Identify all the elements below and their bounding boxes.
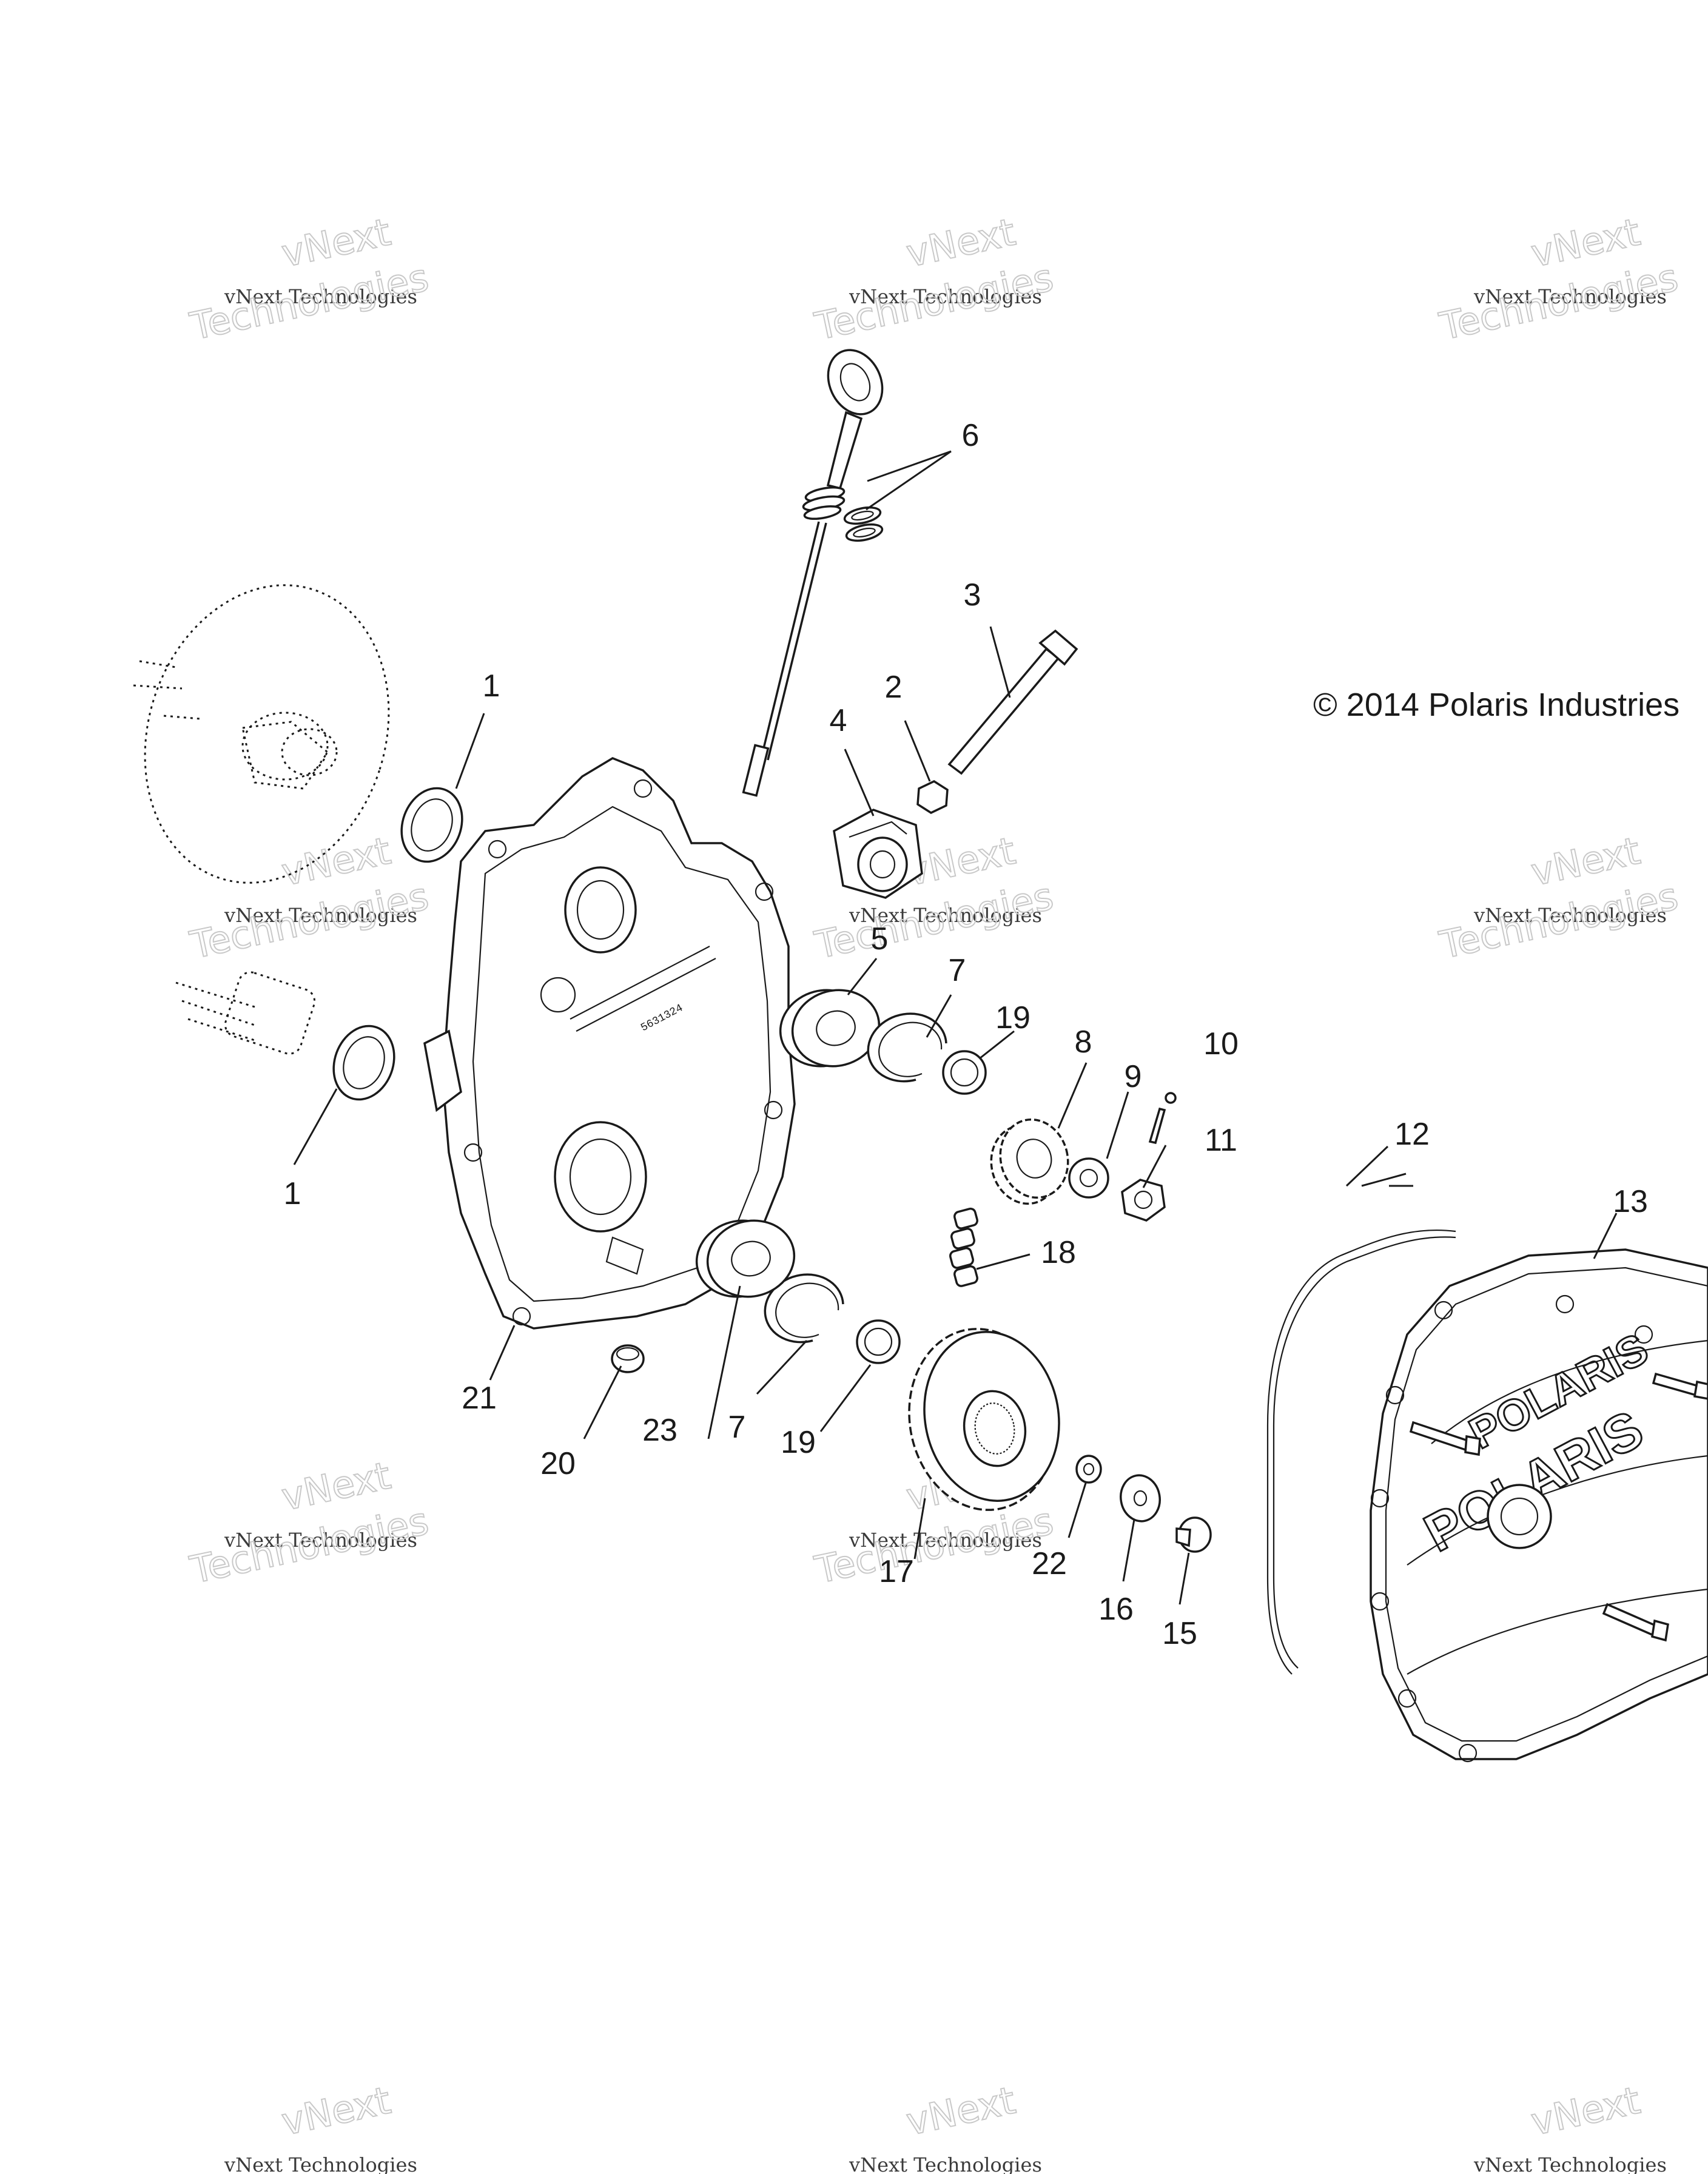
chaincase-cover[interactable]: POLARIS POLARIS: [1370, 1248, 1708, 1763]
callout-23: 23: [642, 1413, 677, 1448]
cover-gasket[interactable]: [1266, 1229, 1456, 1675]
callout-8: 8: [1075, 1025, 1092, 1060]
callout-2: 2: [885, 670, 903, 705]
callout-10: 10: [1203, 1026, 1239, 1062]
phantom-clutch-sheave: [133, 584, 390, 884]
callout-18: 18: [1041, 1235, 1076, 1270]
watermark-text: vNext Technologies: [849, 904, 1042, 927]
watermark-text: vNext Technologies: [224, 2153, 417, 2174]
callout-7-lower: 7: [728, 1410, 746, 1445]
callout-13: 13: [1613, 1184, 1648, 1219]
watermark-bottom-right: vNext vNext Technologies: [1473, 2078, 1667, 2174]
watermark-big-vnext: vNext: [903, 2078, 1019, 2144]
thrust-washer-upper[interactable]: [942, 1050, 987, 1095]
callout-9: 9: [1125, 1059, 1142, 1094]
watermark-bottom-center: vNext vNext Technologies: [849, 2078, 1042, 2174]
watermark-bottom-left: vNext vNext Technologies: [224, 2078, 417, 2174]
cover-bolt-2[interactable]: [1602, 1603, 1669, 1642]
watermark-low-left: vNext vNext Technologies Technologies: [186, 1453, 433, 1593]
cover-bolt-3[interactable]: [1652, 1372, 1708, 1400]
tensioner-block[interactable]: [833, 809, 923, 899]
watermark-big-vnext: vNext: [278, 2078, 394, 2144]
watermark-mid-right: vNext vNext Technologies Technologies: [1435, 828, 1683, 968]
callout-11: 11: [1205, 1123, 1237, 1158]
callout-1-upper: 1: [483, 668, 500, 704]
callout-20: 20: [540, 1446, 576, 1481]
watermark-big-vnext: vNext: [1527, 2078, 1644, 2144]
callout-21: 21: [462, 1381, 497, 1416]
watermark-text: vNext Technologies: [1473, 904, 1667, 927]
small-washer[interactable]: [1075, 1455, 1102, 1484]
callout-19-lower: 19: [781, 1425, 816, 1460]
o-ring-upper[interactable]: [843, 505, 882, 527]
flat-washer[interactable]: [1068, 1157, 1109, 1199]
callout-7-upper: 7: [949, 953, 966, 988]
phantom-input-shaft: [175, 971, 316, 1055]
bearing-upper[interactable]: [772, 980, 887, 1075]
watermark-text: vNext Technologies: [224, 285, 417, 308]
cover-bolt-1[interactable]: [1409, 1421, 1481, 1456]
callout-19-upper: 19: [995, 1000, 1031, 1035]
watermark-top-right: vNext vNext Technologies Technologies: [1435, 209, 1683, 349]
cotter-pin[interactable]: [1148, 1092, 1177, 1145]
drain-plug[interactable]: [611, 1344, 645, 1373]
seal-upper[interactable]: [392, 779, 472, 870]
gearcase-housing[interactable]: 5631324: [423, 757, 796, 1330]
callout-3: 3: [964, 577, 981, 613]
castle-nut[interactable]: [1121, 1179, 1166, 1222]
watermark-text: vNext Technologies: [849, 285, 1042, 308]
snap-ring-upper[interactable]: [867, 1012, 947, 1083]
callout-15: 15: [1162, 1616, 1197, 1651]
drive-sprocket[interactable]: [983, 1112, 1077, 1211]
callout-12: 12: [1394, 1117, 1430, 1152]
watermark-text: vNext Technologies: [224, 904, 417, 927]
leader-lines: [293, 450, 1618, 1605]
watermark-mid-left: vNext vNext Technologies Technologies: [186, 828, 433, 968]
copyright-text: © 2014 Polaris Industries: [1313, 687, 1679, 723]
watermark-text: vNext Technologies: [849, 1529, 1042, 1552]
callout-4: 4: [830, 703, 847, 738]
long-bolt[interactable]: [947, 629, 1078, 775]
callout-6: 6: [962, 418, 980, 453]
o-ring-lower[interactable]: [845, 522, 884, 544]
drive-chain[interactable]: [949, 1207, 978, 1287]
watermark-top-left: vNext vNext Technologies Technologies: [186, 209, 433, 349]
watermark-text: vNext Technologies: [1473, 2153, 1667, 2174]
short-bolt[interactable]: [1175, 1516, 1212, 1553]
callout-5: 5: [871, 921, 889, 957]
callout-1-lower: 1: [284, 1176, 301, 1211]
callout-labels: 1 1 2 3 4 5 6 7 7 8 9 10 11 12 13 15 16 …: [284, 418, 1648, 1651]
seal-lower[interactable]: [324, 1017, 405, 1108]
thrust-washer-lower[interactable]: [856, 1319, 901, 1364]
callout-17: 17: [879, 1554, 914, 1589]
small-nut[interactable]: [916, 780, 949, 814]
bearing-lower[interactable]: [688, 1211, 802, 1306]
watermark-text: vNext Technologies: [1473, 285, 1667, 308]
driven-gear[interactable]: [895, 1317, 1072, 1521]
watermark-group: vNext vNext Technologies Technologies vN…: [186, 209, 1683, 2174]
callout-22: 22: [1032, 1546, 1067, 1581]
large-washer[interactable]: [1117, 1472, 1163, 1524]
dipstick[interactable]: [742, 341, 893, 797]
callout-16: 16: [1098, 1592, 1134, 1627]
watermark-text: vNext Technologies: [224, 1529, 417, 1552]
watermark-top-center: vNext vNext Technologies Technologies: [810, 209, 1058, 349]
watermark-text: vNext Technologies: [849, 2153, 1042, 2174]
